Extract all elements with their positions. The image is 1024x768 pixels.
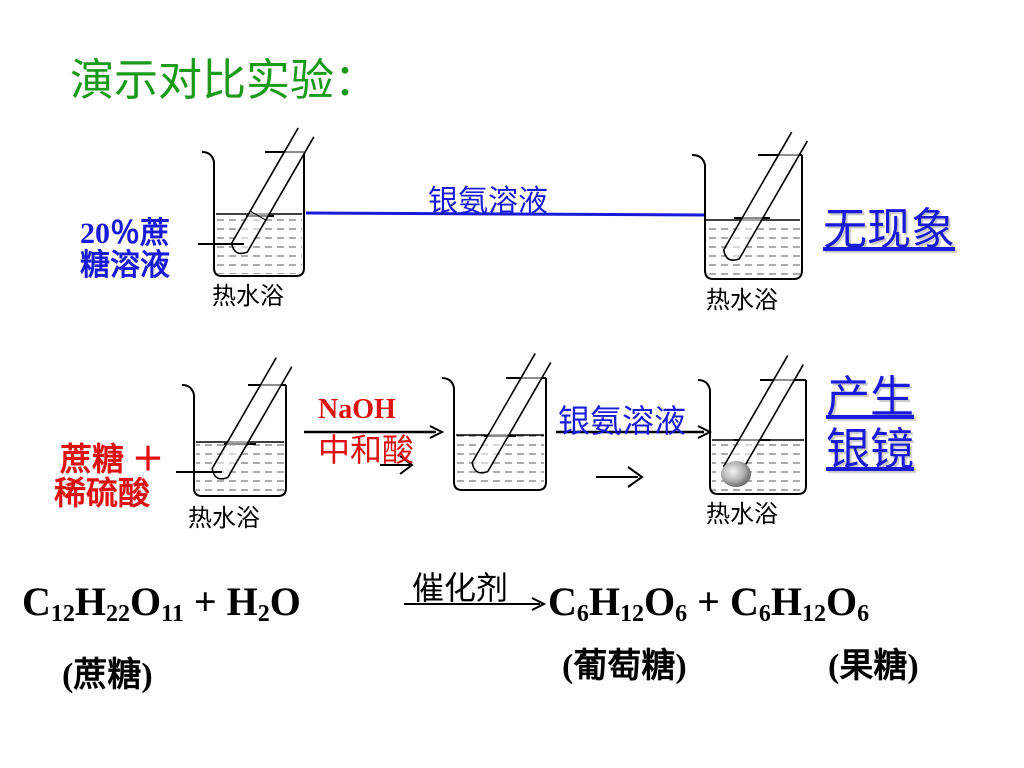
p2-h-sub: 12 <box>801 601 826 627</box>
equation-reactants: C12H22O11 + H2O <box>22 579 301 627</box>
p2-o-sub: 6 <box>857 601 870 627</box>
silver-mirror <box>721 461 751 487</box>
row2-label-line2: 稀硫酸 <box>54 475 151 511</box>
row1-bath-right: 热水浴 <box>706 288 778 314</box>
r1-c-sub: 12 <box>50 601 75 627</box>
row1-arrow-label: 银氨溶液 <box>428 185 548 218</box>
note-fructose: (果糖) <box>828 648 919 685</box>
beaker-row2-left <box>181 357 293 497</box>
r2-h: H <box>226 579 258 624</box>
row1-sample-label-line1: 20％蔗 <box>80 217 170 250</box>
r2-h-sub: 2 <box>257 601 270 627</box>
r1-h-sub: 22 <box>106 601 131 627</box>
p1-h-sub: 12 <box>620 601 645 627</box>
row2-bath-left: 热水浴 <box>188 506 260 532</box>
row2-bath-right: 热水浴 <box>706 502 778 528</box>
note-glucose: (葡萄糖) <box>562 648 687 685</box>
row2-result-line1: 产生 <box>826 373 914 422</box>
note-sucrose: (蔗糖) <box>62 657 153 694</box>
row1-sample-label: 20％蔗 糖溶液 <box>80 218 170 282</box>
neutralize-label: 中和酸 <box>318 432 415 468</box>
beaker-row2-right <box>697 355 807 495</box>
plus-sign-2: + <box>697 579 720 624</box>
equation-products: C6H12O6 + C6H12O6 <box>548 579 870 627</box>
naoh-label: NaOH <box>318 394 396 425</box>
p1-o-sub: 6 <box>675 601 688 627</box>
slide-title: 演示对比实验： <box>70 56 378 105</box>
row1-result: 无现象 <box>823 205 955 254</box>
beaker-row1-left <box>201 127 315 277</box>
r1-o-sub: 11 <box>161 601 184 627</box>
row2-label-line1: 蔗糖 ＋ <box>60 441 165 477</box>
r2-o: O <box>269 579 301 624</box>
row2-arrow-label: 银氨溶液 <box>558 403 687 439</box>
row2-result-line2: 银镜 <box>826 425 914 474</box>
p1-c-sub: 6 <box>576 601 589 627</box>
catalyst-label: 催化剂 <box>412 570 509 606</box>
row2-result: 产生 银镜 <box>826 372 914 476</box>
row1-sample-label-line2: 糖溶液 <box>80 249 170 282</box>
row1-arrow-line <box>305 211 705 217</box>
plus-sign: + <box>193 579 217 624</box>
beaker-row1-right <box>691 131 808 280</box>
row1-bath-left: 热水浴 <box>212 284 284 310</box>
beaker-row2-middle <box>441 353 552 491</box>
p2-c-sub: 6 <box>758 601 771 627</box>
